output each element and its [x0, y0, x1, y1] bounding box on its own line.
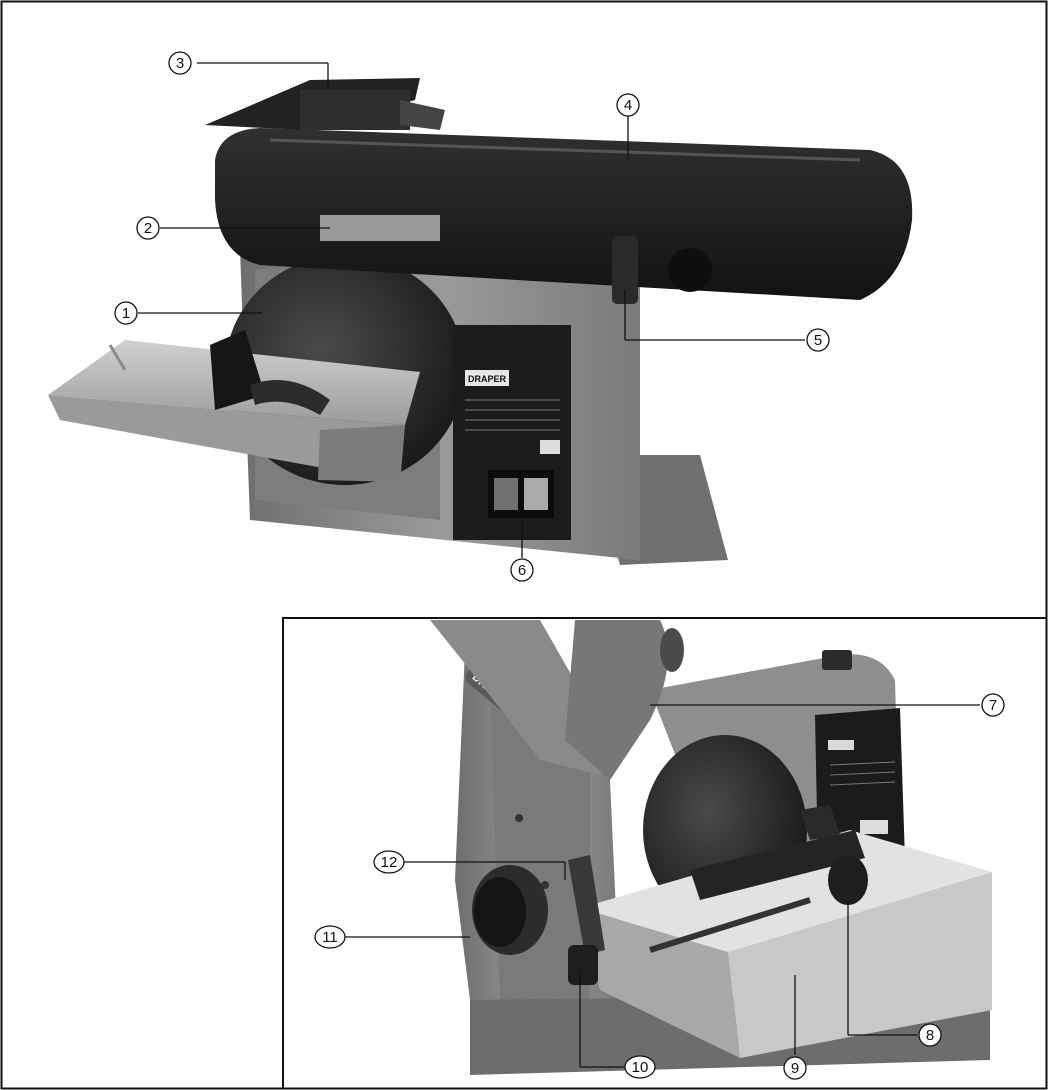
- nameplate-brand: DRAPER: [468, 374, 507, 384]
- tilt-scale: [568, 855, 605, 955]
- callout-4: 4: [616, 93, 640, 117]
- callout-9: 9: [783, 1056, 807, 1080]
- top-leader-lines: [138, 62, 805, 558]
- callout-7: 7: [981, 693, 1005, 717]
- tilt-lock-knob: [568, 945, 598, 985]
- svg-text:9: 9: [791, 1060, 799, 1077]
- callout-5: 5: [806, 328, 830, 352]
- svg-text:10: 10: [632, 1059, 649, 1076]
- svg-text:12: 12: [381, 854, 398, 871]
- bottom-leader-lines: [345, 704, 980, 1068]
- callout-1: 1: [114, 301, 138, 325]
- tracking-knob: [612, 236, 638, 304]
- belt-roller: [668, 248, 712, 292]
- belt-guard-plate: [320, 215, 440, 241]
- bottom-product-image: DRAPER: [430, 620, 992, 1075]
- svg-text:11: 11: [322, 929, 338, 946]
- sanding-belt: [215, 128, 913, 300]
- sanding-table: [580, 830, 992, 952]
- callout-3: 3: [168, 51, 192, 75]
- mitre-lock-knob: [828, 855, 868, 905]
- callout-8: 8: [918, 1023, 942, 1047]
- svg-text:5: 5: [814, 332, 822, 349]
- svg-text:8: 8: [926, 1027, 934, 1044]
- svg-text:1: 1: [122, 305, 130, 322]
- switch-on-button: [524, 478, 548, 510]
- svg-text:3: 3: [176, 55, 184, 72]
- svg-text:2: 2: [144, 220, 152, 237]
- svg-text:4: 4: [624, 97, 632, 114]
- svg-text:7: 7: [989, 697, 997, 714]
- top-product-image: DRAPER: [48, 78, 913, 565]
- mitre-fence: [690, 830, 865, 900]
- switch-off-button: [494, 478, 518, 510]
- callout-2: 2: [136, 216, 160, 240]
- callout-11: 11: [314, 925, 346, 949]
- inset-frame: [282, 617, 1046, 1088]
- callout-6: 6: [510, 558, 534, 582]
- callout-10: 10: [624, 1055, 656, 1079]
- callout-12: 12: [373, 850, 405, 874]
- svg-text:6: 6: [518, 562, 526, 579]
